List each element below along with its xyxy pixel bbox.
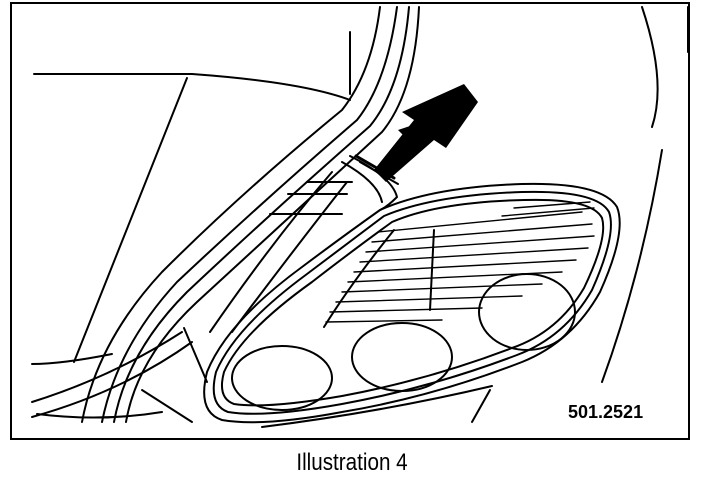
bumper-edge-lines — [261, 6, 688, 428]
seam-lines — [141, 171, 353, 423]
arrow-leader — [354, 154, 396, 180]
trunk-lid-outline — [31, 31, 351, 365]
illustration-frame: 501.2521 — [10, 2, 690, 440]
reflector-hatching — [323, 201, 595, 328]
illustration-caption: Illustration 4 — [296, 449, 408, 476]
arrow-icon — [374, 84, 478, 182]
lamp-units — [231, 273, 576, 411]
tail-light-drawing — [31, 6, 688, 428]
quarter-panel-strips — [31, 6, 420, 423]
part-number-label: 501.2521 — [568, 402, 644, 422]
